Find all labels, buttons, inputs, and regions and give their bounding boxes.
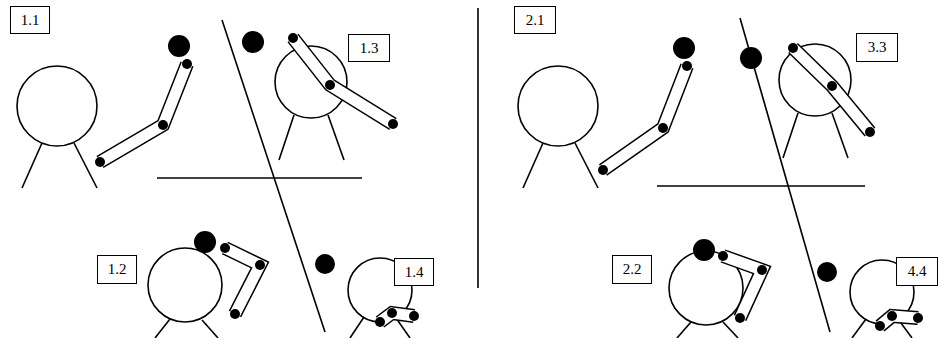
panel-number: 3.3 bbox=[868, 39, 887, 56]
label-box: 3.3 bbox=[856, 33, 898, 62]
panel-number: 2.2 bbox=[623, 261, 642, 278]
label-box: 1.1 bbox=[10, 6, 50, 34]
panel-number: 1.2 bbox=[108, 261, 127, 278]
panel-number: 1.3 bbox=[360, 40, 379, 57]
panel-number: 1.4 bbox=[405, 264, 424, 281]
label-box: 4.4 bbox=[896, 257, 938, 286]
label-box: 1.2 bbox=[97, 255, 137, 284]
panel-number: 1.1 bbox=[21, 12, 40, 29]
label-box: 2.1 bbox=[514, 6, 556, 34]
panel-number: 2.1 bbox=[526, 12, 545, 29]
panel-number: 4.4 bbox=[908, 263, 927, 280]
label-box: 1.3 bbox=[348, 34, 390, 62]
label-box: 2.2 bbox=[612, 255, 652, 284]
label-box: 1.4 bbox=[394, 258, 434, 286]
